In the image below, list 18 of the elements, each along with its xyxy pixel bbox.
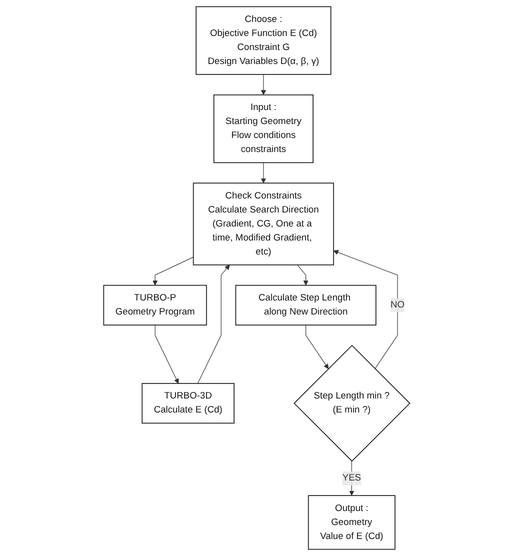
arrow bbox=[261, 74, 266, 96]
node-box: Input : Starting Geometry Flow conditions constraints bbox=[214, 94, 314, 164]
arrow bbox=[155, 324, 180, 384]
node-box: Output : Geometry Value of E (Cd) bbox=[308, 495, 396, 550]
arrow bbox=[334, 250, 398, 370]
node-box: Choose : Objective Function E (Cd) Constraint G Design Variables D(α, β, γ) bbox=[196, 6, 332, 75]
arrow bbox=[297, 264, 309, 286]
edge-label: YES bbox=[342, 473, 362, 484]
node-box: Calculate Step Length along New Direction bbox=[236, 284, 377, 326]
arrow bbox=[152, 256, 194, 286]
edge-label: NO bbox=[390, 300, 405, 310]
arrow bbox=[198, 264, 230, 384]
arrow bbox=[261, 162, 266, 184]
node-box: Check Constraints Calculate Search Direction (Gradient, CG, One at a time, Modified Gradient, etc) bbox=[193, 182, 334, 266]
node-diamond: Step Length min ? (E min ?) bbox=[294, 344, 411, 462]
node-box: TURBO-3D Calculate E (Cd) bbox=[142, 383, 235, 424]
node-box: TURBO-P Geometry Program bbox=[104, 284, 208, 326]
arrow bbox=[306, 324, 329, 369]
